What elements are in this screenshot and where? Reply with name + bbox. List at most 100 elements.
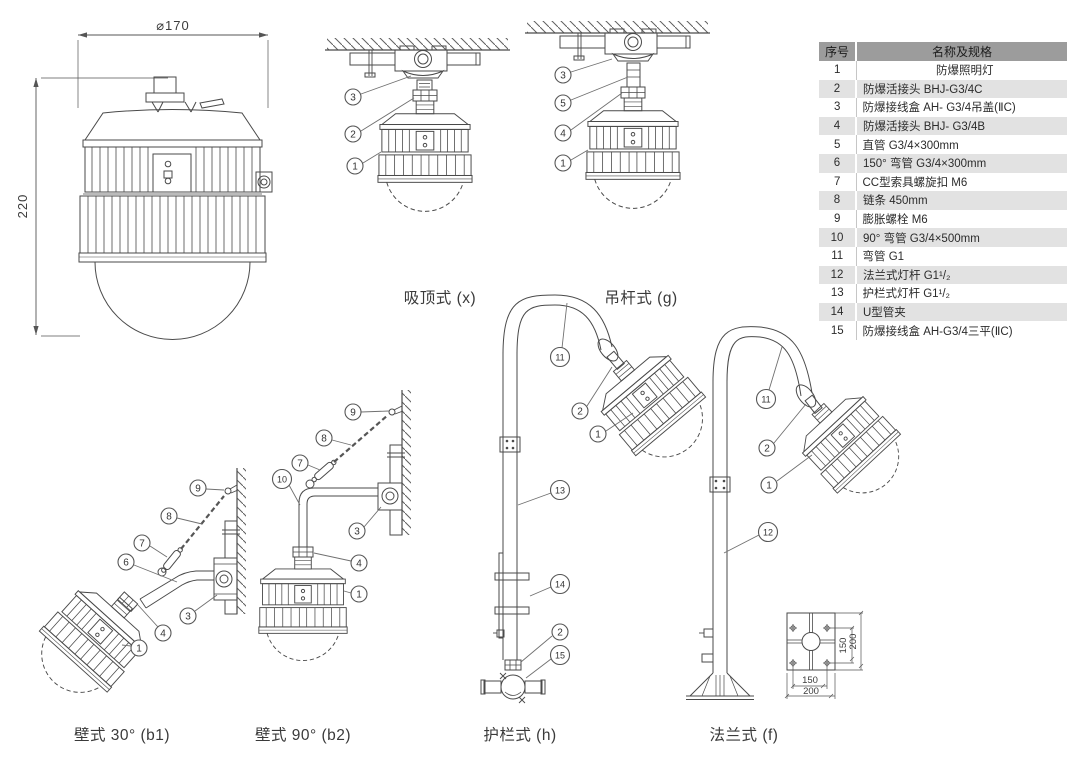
part-spec: 防爆照明灯 <box>936 65 994 78</box>
svg-text:11: 11 <box>555 353 564 363</box>
part-number: 7 <box>819 172 857 192</box>
callout: 2 <box>551 623 569 641</box>
turnbuckle <box>311 459 337 483</box>
callout: 2 <box>344 125 362 143</box>
anchor-bolt <box>224 484 239 495</box>
chain <box>333 414 389 463</box>
callout: 14 <box>549 573 571 595</box>
callout: 1 <box>130 639 148 657</box>
svg-text:1: 1 <box>560 159 566 170</box>
lamp <box>377 100 473 212</box>
svg-text:6: 6 <box>123 558 129 569</box>
part-number: 11 <box>819 246 857 266</box>
conduit-left <box>349 52 396 66</box>
wall-hatch <box>237 468 246 614</box>
dim-label-diameter: ⌀170 <box>156 18 190 33</box>
junction-box <box>559 28 691 62</box>
guardrail-mount-drawing <box>480 294 725 704</box>
part-number: 13 <box>819 284 857 303</box>
svg-text:4: 4 <box>356 559 362 570</box>
svg-text:1: 1 <box>595 430 601 441</box>
svg-text:2: 2 <box>350 130 356 141</box>
leader-lines <box>121 58 813 679</box>
svg-text:8: 8 <box>321 434 327 445</box>
gooseneck-pipe <box>502 294 613 356</box>
callout: 5 <box>554 94 572 112</box>
wall-90-drawing <box>258 390 411 662</box>
svg-text:7: 7 <box>297 459 303 470</box>
svg-text:1: 1 <box>356 590 362 601</box>
callout: 12 <box>757 521 779 543</box>
turnbuckle <box>161 547 183 573</box>
dim-label-bolt-v: 150 <box>838 638 849 654</box>
part-number: 4 <box>819 116 857 136</box>
svg-text:4: 4 <box>560 129 566 140</box>
svg-text:11: 11 <box>761 395 770 405</box>
svg-text:1: 1 <box>352 162 358 173</box>
callout: 1 <box>760 476 778 494</box>
dimension-diameter <box>77 32 269 108</box>
svg-text:13: 13 <box>555 486 565 496</box>
callout: 4 <box>154 624 172 642</box>
lamp-front-view <box>78 76 273 340</box>
lamp <box>585 97 681 209</box>
ceiling-hatch <box>527 21 708 33</box>
svg-text:5: 5 <box>560 99 566 110</box>
svg-text:3: 3 <box>560 71 566 82</box>
callout: 11 <box>549 346 571 368</box>
callout: 1 <box>554 154 572 172</box>
part-number: 9 <box>819 209 857 229</box>
svg-text:1: 1 <box>136 644 142 655</box>
pole-coupling <box>709 476 731 493</box>
caption-pendant-mount: 吊杆式 (g) <box>604 290 678 307</box>
svg-text:4: 4 <box>160 629 166 640</box>
callout: 11 <box>755 388 777 410</box>
junction-box <box>349 45 481 79</box>
u-clamp-lower <box>494 606 530 615</box>
callout: 9 <box>344 403 362 421</box>
col-header-name: 名称及规格 <box>856 42 1067 61</box>
part-spec: 防爆接线盒 AH- G3/4吊盖(ⅡC) <box>862 102 1016 115</box>
conduit-right <box>446 52 481 66</box>
caption-wall-90-mount: 壁式 90° (b2) <box>254 727 352 744</box>
svg-text:2: 2 <box>764 444 770 455</box>
base-plate-dims <box>784 610 864 699</box>
conduit-down <box>389 509 403 536</box>
callout: 15 <box>549 644 571 666</box>
guardrail-post <box>498 552 504 639</box>
caption-wall-30-mount: 壁式 30° (b1) <box>73 727 171 744</box>
svg-text:14: 14 <box>555 580 565 590</box>
conduit-up <box>389 444 403 484</box>
dimension-height <box>33 77 168 337</box>
caption-flange-mount: 法兰式 (f) <box>709 727 779 744</box>
part-number: 12 <box>819 265 857 285</box>
svg-text:1: 1 <box>766 481 772 492</box>
callout: 3 <box>344 88 362 106</box>
conduit-down <box>224 599 238 615</box>
wall-hatch <box>402 390 411 535</box>
callout: 8 <box>160 507 178 525</box>
union-nut <box>606 350 625 371</box>
parts-table-header-row: 序号 名称及规格 <box>819 42 1067 61</box>
lamp <box>258 556 348 662</box>
svg-text:8: 8 <box>166 512 172 523</box>
union-nut <box>116 591 139 613</box>
wall-30-drawing <box>20 468 246 714</box>
dim-label-height: 220 <box>15 194 30 219</box>
nipple <box>416 79 433 91</box>
part-spec: 防爆活接头 BHJ-G3/4C <box>863 83 983 96</box>
pendant-mount-drawing <box>525 21 710 209</box>
